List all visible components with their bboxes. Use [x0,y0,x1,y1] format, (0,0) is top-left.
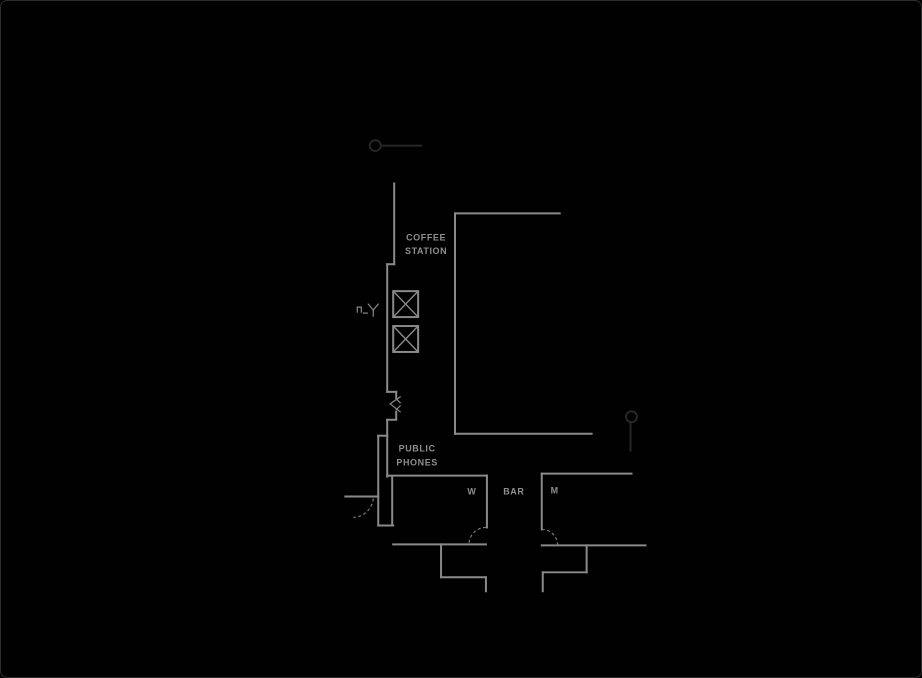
label-men-room: M [551,486,559,496]
men-room-door-arc [541,528,559,546]
label-coffee-station-text: STATION [405,246,447,256]
label-women-room: W [467,487,476,497]
north-column-marker [368,139,423,153]
label-public-phones-text: PHONES [396,458,437,468]
door-swing-symbol-stroke [389,402,402,413]
elevator-shaft-1-box [392,290,420,319]
elevators-layer [392,290,420,353]
label-men-room-text: M [551,486,559,496]
label-women-room-text: W [467,487,476,497]
label-coffee-station-text: COFFEE [406,232,446,242]
door-swing-symbol-stroke [389,395,402,405]
label-bar: BAR [503,487,524,497]
labels-layer: COFFEE STATION PUBLIC PHONES W BAR M [396,232,558,496]
elevator-shaft-2 [392,325,420,353]
elevator-shaft-1 [392,290,420,319]
drinking-fountain-symbol-stroke [367,303,375,311]
elevator-shaft-1-x [392,290,419,318]
label-bar-text: BAR [503,487,524,497]
label-public-phones: PUBLIC PHONES [396,444,437,468]
women-room-door-arc [468,526,486,545]
drinking-fountain-symbol-stroke [372,303,380,311]
north-column-marker-circle [368,139,382,153]
east-column-marker-circle [625,410,638,424]
elevator-shaft-2-x [392,325,419,353]
symbols-layer [356,303,402,413]
corridor-left-door-arc [353,498,374,519]
walls-layer [344,182,647,593]
label-coffee-station: COFFEE STATION [405,232,447,255]
label-public-phones-text: PUBLIC [399,444,436,454]
door-swing-symbol-stroke [395,404,402,411]
door-swing-symbol [389,395,402,413]
east-column-marker [625,410,638,452]
drinking-fountain-symbol [356,303,380,317]
elevator-shaft-2-box [392,325,420,353]
door-arcs-layer [353,498,559,546]
door-swing-symbol-stroke [395,397,402,404]
markers-layer [368,139,638,452]
